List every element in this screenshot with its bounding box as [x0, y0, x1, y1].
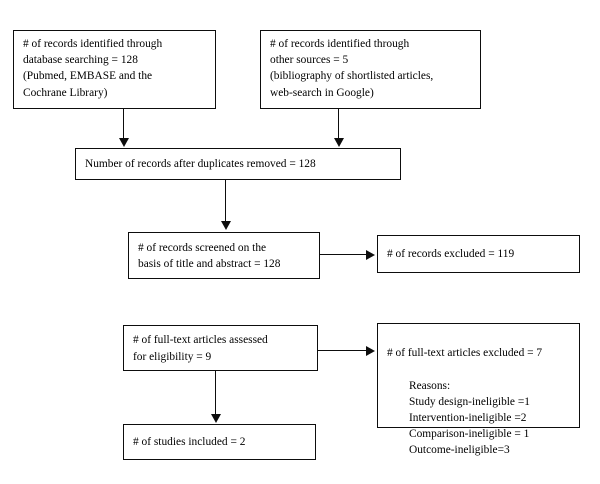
box-records-after-duplicates-removed: Number of records after duplicates remov…: [75, 148, 401, 180]
box-records-excluded: # of records excluded = 119: [377, 235, 580, 273]
connector-other-sources-to-duplicates: [338, 109, 339, 140]
fulltext-excluded-reasons: Reasons: Study design-ineligible =1 Inte…: [409, 379, 530, 457]
box-fulltext-articles-assessed: # of full-text articles assessed for eli…: [123, 325, 318, 371]
box-records-identified-other-sources: # of records identified through other so…: [260, 30, 481, 109]
connector-duplicates-to-screened: [225, 180, 226, 223]
box-records-screened: # of records screened on the basis of ti…: [128, 232, 320, 279]
connector-assessed-to-included: [215, 371, 216, 416]
box-studies-included: # of studies included = 2: [123, 424, 316, 460]
arrowhead-assessed-to-fulltext-excluded: [366, 346, 375, 356]
connector-assessed-to-fulltext-excluded: [318, 350, 368, 351]
arrowhead-screened-to-excluded: [366, 250, 375, 260]
connector-screened-to-excluded: [320, 254, 368, 255]
box-fulltext-articles-excluded: # of full-text articles excluded = 7 Rea…: [377, 323, 580, 456]
arrowhead-duplicates-to-screened: [221, 221, 231, 230]
arrowhead-other-sources-to-duplicates: [334, 138, 344, 147]
arrowhead-assessed-to-included: [211, 414, 221, 423]
arrowhead-database-to-duplicates: [119, 138, 129, 147]
box-records-identified-database: # of records identified through database…: [13, 30, 216, 109]
fulltext-excluded-heading: # of full-text articles excluded = 7: [387, 347, 543, 360]
connector-database-to-duplicates: [123, 109, 124, 140]
